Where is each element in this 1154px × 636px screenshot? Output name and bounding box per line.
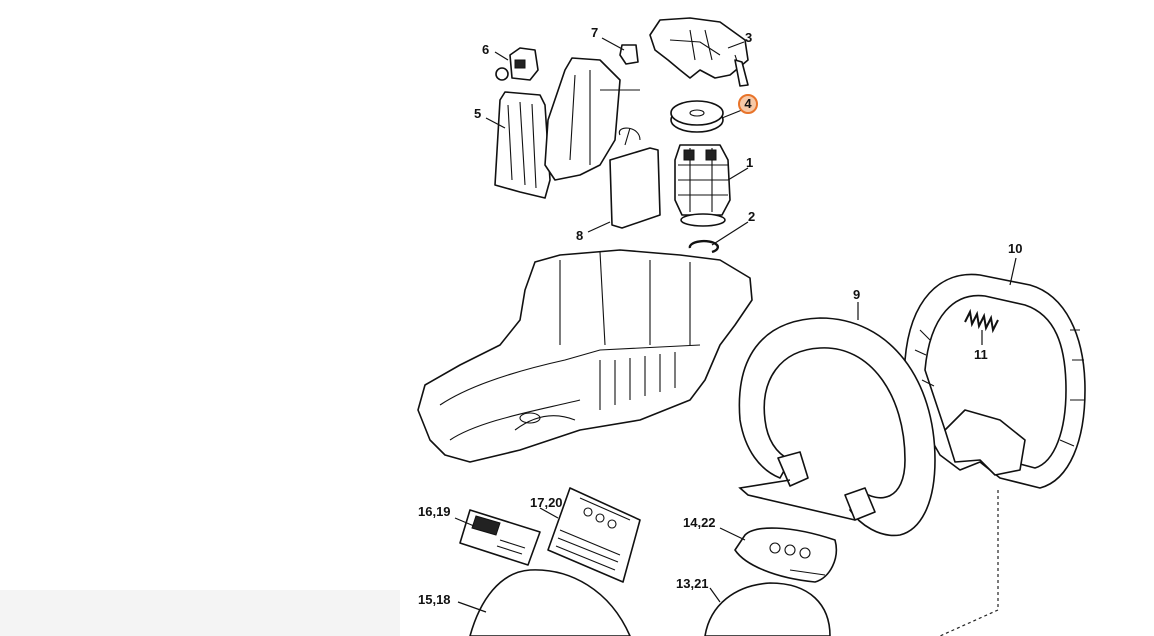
callout-15-18[interactable]: 15,18 [418, 592, 451, 607]
callout-16-19[interactable]: 16,19 [418, 504, 451, 519]
callout-11[interactable]: 11 [974, 347, 988, 362]
part-9-front-handle[interactable] [738, 317, 936, 537]
grip-15-18[interactable] [469, 569, 631, 636]
part-4-disk[interactable] [670, 100, 724, 133]
assembly-line [939, 490, 999, 636]
part-6-switch[interactable] [495, 47, 539, 81]
label-16-19[interactable] [459, 509, 541, 566]
part-10-rear-handle[interactable] [904, 273, 1086, 489]
callout-14-22[interactable]: 14,22 [683, 515, 716, 530]
callout-7[interactable]: 7 [591, 25, 599, 40]
part-1-motor[interactable] [674, 144, 731, 227]
callout-10[interactable]: 10 [1008, 241, 1023, 256]
label-14-22[interactable] [734, 527, 837, 583]
part-7-clip[interactable] [619, 44, 639, 65]
part-11-spring[interactable] [964, 308, 999, 334]
callout-2[interactable]: 2 [748, 209, 756, 224]
part-8-board[interactable] [609, 127, 661, 229]
callout-4[interactable]: 4 [744, 96, 752, 111]
part-2-circlip[interactable] [688, 239, 719, 254]
callout-17-20[interactable]: 17,20 [530, 495, 563, 510]
part-housing-insert[interactable] [544, 57, 640, 181]
callout-3[interactable]: 3 [745, 30, 753, 45]
highlight-marker[interactable] [738, 94, 758, 114]
grip-13-21[interactable] [704, 582, 831, 636]
callout-5[interactable]: 5 [474, 106, 482, 121]
label-17-20[interactable] [547, 487, 641, 583]
callout-8[interactable]: 8 [576, 228, 584, 243]
callout-6[interactable]: 6 [482, 42, 490, 57]
callout-1[interactable]: 1 [746, 155, 754, 170]
callout-13-21[interactable]: 13,21 [676, 576, 709, 591]
housing-shell[interactable] [417, 249, 753, 463]
background-band [0, 590, 400, 636]
part-3-cover[interactable] [649, 17, 749, 87]
leader-lines [454, 37, 1017, 613]
callout-9[interactable]: 9 [853, 287, 861, 302]
part-5-side-panel[interactable] [494, 91, 551, 199]
